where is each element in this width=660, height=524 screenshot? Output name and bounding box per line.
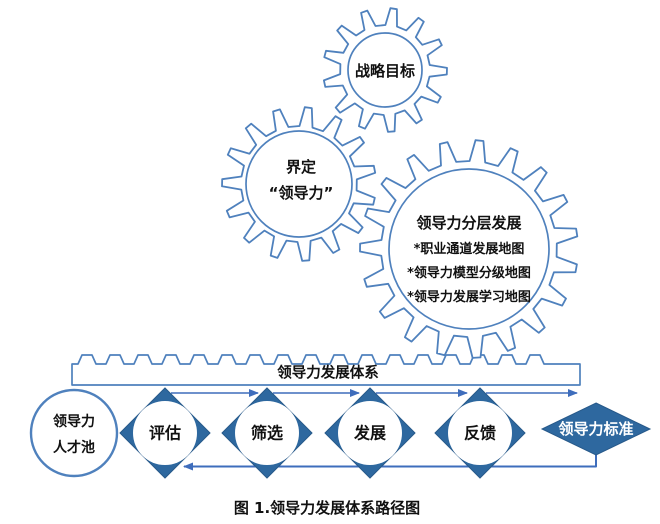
step-label-2: 筛选	[250, 423, 284, 443]
gear-small-inner-circle	[347, 32, 423, 108]
figure-caption: 图 1.领导力发展体系路径图	[233, 499, 421, 517]
step-label-1: 评估	[148, 423, 182, 443]
gear-small	[323, 7, 448, 133]
talent-pool-circle	[29, 388, 119, 478]
gear-medium-label-line1: 界定	[285, 158, 316, 176]
standard-diamond	[540, 402, 652, 456]
feedback-return-arrow	[183, 452, 597, 471]
gear-medium-label-line2: “领导力”	[268, 184, 334, 202]
talent-pool-label: 领导力 人才池	[53, 409, 95, 461]
rack-label: 领导力发展体系	[277, 365, 379, 382]
gear-large-label: 领导力分层发展 *职业通道发展地图 *领导力模型分级地图 *领导力发展学习地图	[407, 212, 531, 310]
gear-small-label: 战略目标	[354, 62, 416, 80]
gear-large-inner-circle	[388, 168, 550, 330]
step-diamond-2	[221, 387, 313, 479]
gear-large-item-1: *职业通道发展地图	[413, 242, 525, 257]
talent-pool-label-line1: 领导力	[53, 414, 95, 430]
gear-large	[359, 139, 579, 359]
gear-medium-inner-circle	[245, 130, 353, 238]
gear-large-item-3: *领导力发展学习地图	[407, 290, 531, 305]
gear-medium	[221, 106, 377, 262]
standard-diamond-label: 领导力标准	[558, 420, 634, 438]
step-label-4: 反馈	[463, 423, 497, 443]
step-diamond-3	[324, 387, 416, 479]
step-diamond-4	[434, 387, 526, 479]
gear-large-title: 领导力分层发展	[416, 214, 522, 232]
talent-pool-label-line2: 人才池	[53, 440, 95, 456]
rack-bar	[71, 354, 581, 386]
gear-large-item-2: *领导力模型分级地图	[407, 266, 531, 281]
step-label-3: 发展	[353, 423, 387, 443]
step-diamond-1	[119, 387, 211, 479]
gear-medium-label: 界定 “领导力”	[269, 154, 334, 206]
